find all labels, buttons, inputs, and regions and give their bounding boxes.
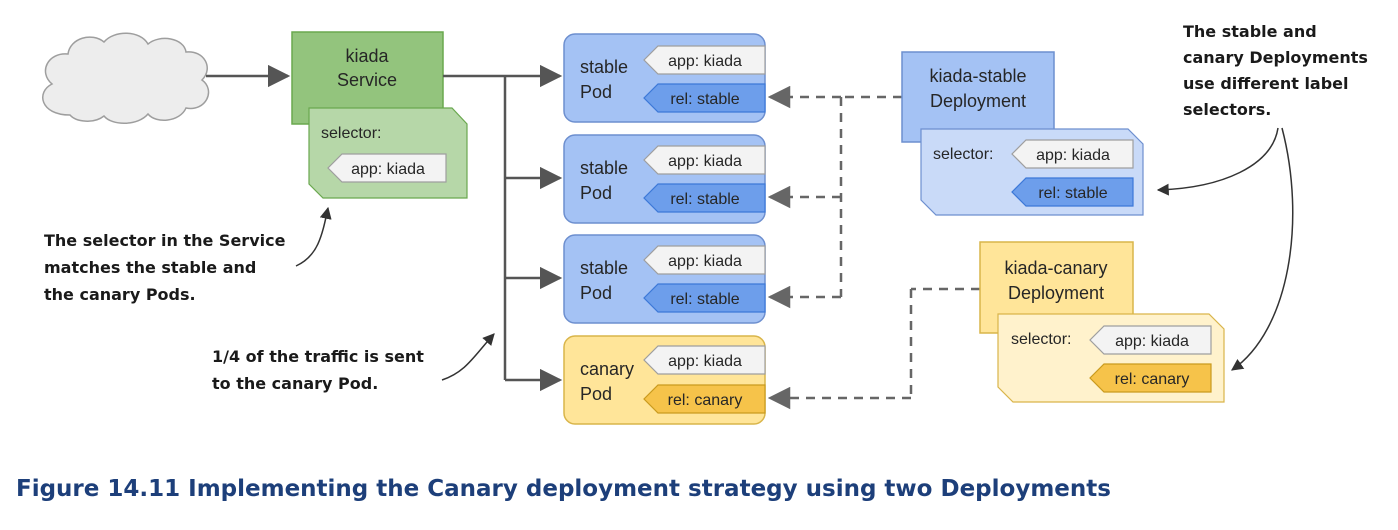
stable-selector-rel-tag bbox=[1011, 177, 1134, 207]
label-note-arrow-to-stable bbox=[1156, 127, 1279, 196]
service-selector-tag-text: app: kiada bbox=[351, 161, 425, 178]
stable-selector-app-tag bbox=[1011, 139, 1134, 169]
pod-type-label: Pod bbox=[580, 183, 612, 203]
pod-kind-label: canary bbox=[580, 359, 634, 379]
stable-deployment-selector-box: selector: app: kiada rel: stable bbox=[920, 128, 1144, 216]
pod-rel-tag bbox=[643, 183, 766, 213]
label-note-line2: canary Deployments bbox=[1183, 48, 1368, 67]
canary-deployment-diagram: kiada Service selector: app: kiada stabl… bbox=[42, 22, 1368, 425]
service-title-line1: kiada bbox=[345, 46, 389, 66]
pod-type-label: Pod bbox=[580, 82, 612, 102]
pod-app-tag bbox=[643, 345, 766, 375]
pod-app-tag bbox=[643, 245, 766, 275]
pod-rel-tag-text: rel: stable bbox=[670, 191, 739, 208]
selector-note-line1: The selector in the Service bbox=[44, 231, 286, 250]
pod-rel-tag-text: rel: stable bbox=[670, 291, 739, 308]
traffic-note-arrow bbox=[441, 333, 495, 381]
canary-deployment-dashed-link bbox=[767, 287, 980, 410]
figure-caption: Figure 14.11 Implementing the Canary dep… bbox=[16, 476, 1111, 502]
stable-selector-label: selector: bbox=[933, 146, 993, 163]
pod-canary: canary Pod app: kiada rel: canary bbox=[563, 335, 766, 425]
pod-kind-label: stable bbox=[580, 258, 628, 278]
selector-note-line3: the canary Pods. bbox=[44, 285, 196, 304]
pod-stable-2: stable Pod app: kiada rel: stable bbox=[563, 134, 766, 224]
canary-selector-label: selector: bbox=[1011, 331, 1071, 348]
selector-note-line2: matches the stable and bbox=[44, 258, 256, 277]
pod-stable-1: stable Pod app: kiada rel: stable bbox=[563, 33, 766, 123]
label-note-arrow-to-canary bbox=[1231, 127, 1294, 371]
stable-selector-app-tag-text: app: kiada bbox=[1036, 147, 1110, 164]
pod-type-label: Pod bbox=[580, 384, 612, 404]
stable-deployment-title-line2: Deployment bbox=[930, 91, 1026, 111]
service-selector-tag bbox=[327, 153, 447, 183]
canary-deployment-selector-box: selector: app: kiada rel: canary bbox=[997, 313, 1225, 403]
service-selector-box: selector: app: kiada bbox=[308, 107, 468, 199]
canary-selector-app-tag bbox=[1089, 325, 1212, 355]
stable-deployment-title-line1: kiada-stable bbox=[929, 66, 1026, 86]
pod-app-tag-text: app: kiada bbox=[668, 353, 742, 370]
stable-deployment-box: kiada-stable Deployment bbox=[901, 51, 1055, 143]
pod-app-tag-text: app: kiada bbox=[668, 153, 742, 170]
canary-selector-rel-tag-text: rel: canary bbox=[1115, 371, 1190, 388]
canary-selector-app-tag-text: app: kiada bbox=[1115, 333, 1189, 350]
label-selector-annotation: The stable and canary Deployments use di… bbox=[1156, 22, 1368, 371]
pod-app-tag-text: app: kiada bbox=[668, 253, 742, 270]
label-note-line3: use different label bbox=[1183, 74, 1349, 93]
canary-deployment-title-line1: kiada-canary bbox=[1004, 258, 1107, 278]
pod-type-label: Pod bbox=[580, 283, 612, 303]
cloud-icon bbox=[42, 32, 210, 124]
pod-stable-3: stable Pod app: kiada rel: stable bbox=[563, 234, 766, 324]
selector-note-arrow bbox=[295, 206, 332, 267]
pod-rel-tag-text: rel: canary bbox=[668, 392, 743, 409]
traffic-note-line1: 1/4 of the traffic is sent bbox=[212, 347, 424, 366]
pod-kind-label: stable bbox=[580, 57, 628, 77]
traffic-annotation: 1/4 of the traffic is sent to the canary… bbox=[212, 333, 495, 393]
pod-rel-tag bbox=[643, 83, 766, 113]
pod-app-tag bbox=[643, 145, 766, 175]
pod-rel-tag-text: rel: stable bbox=[670, 91, 739, 108]
stable-deployment-dashed-links bbox=[767, 85, 902, 309]
pod-rel-tag bbox=[643, 283, 766, 313]
label-note-line4: selectors. bbox=[1183, 100, 1271, 119]
service-title-line2: Service bbox=[337, 70, 397, 90]
label-note-line1: The stable and bbox=[1183, 22, 1317, 41]
service-to-pods-arrows bbox=[443, 64, 563, 392]
canary-deployment-title-line2: Deployment bbox=[1008, 283, 1104, 303]
selector-annotation: The selector in the Service matches the … bbox=[44, 206, 332, 304]
pod-kind-label: stable bbox=[580, 158, 628, 178]
traffic-note-line2: to the canary Pod. bbox=[212, 374, 378, 393]
canary-selector-rel-tag bbox=[1089, 363, 1212, 393]
pod-app-tag bbox=[643, 45, 766, 75]
service-selector-label: selector: bbox=[321, 125, 381, 142]
pod-app-tag-text: app: kiada bbox=[668, 53, 742, 70]
pod-rel-tag bbox=[643, 384, 766, 414]
stable-selector-rel-tag-text: rel: stable bbox=[1038, 185, 1107, 202]
